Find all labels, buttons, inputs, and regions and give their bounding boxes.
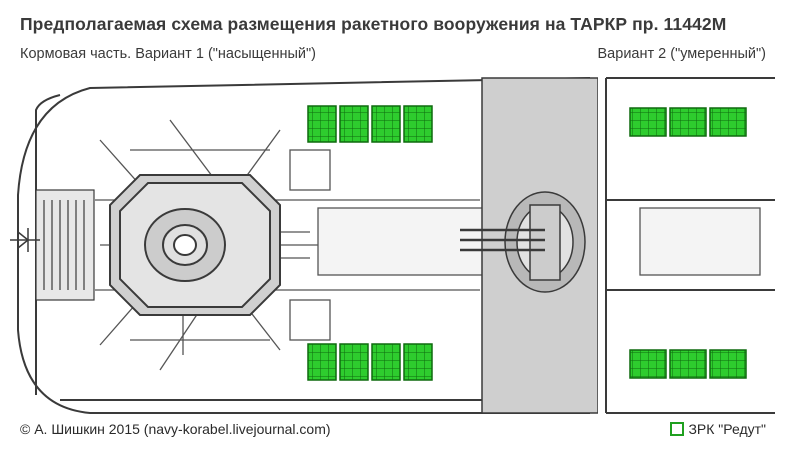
variant-1-launcher-group-bottom: [307, 343, 433, 381]
variant-1-caption: Кормовая часть. Вариант 1 ("насыщенный"): [20, 46, 317, 62]
legend-label: ЗРК "Редут": [688, 421, 766, 437]
helicopter-hangar: [109, 174, 281, 316]
copyright-notice: © А. Шишкин 2015 (navy-korabel.livejourn…: [20, 421, 331, 437]
variant-2-launcher-group-top: [629, 107, 747, 137]
diagram-title: Предполагаемая схема размещения ракетног…: [20, 14, 727, 34]
variant-1-launcher-group-top: [307, 105, 433, 143]
legend: ЗРК "Редут": [670, 421, 766, 437]
flag-staff-icon: [10, 228, 40, 252]
variant-2-caption: Вариант 2 ("умеренный"): [597, 46, 766, 62]
legend-swatch: [670, 422, 685, 436]
stern-block: [35, 189, 95, 301]
variant-2-hull: [605, 77, 775, 414]
section-gap: [598, 65, 606, 417]
superstructure: [460, 77, 599, 414]
variant-2-launcher-group-bottom: [629, 349, 747, 379]
deck-panel-rectangles: [317, 207, 761, 276]
